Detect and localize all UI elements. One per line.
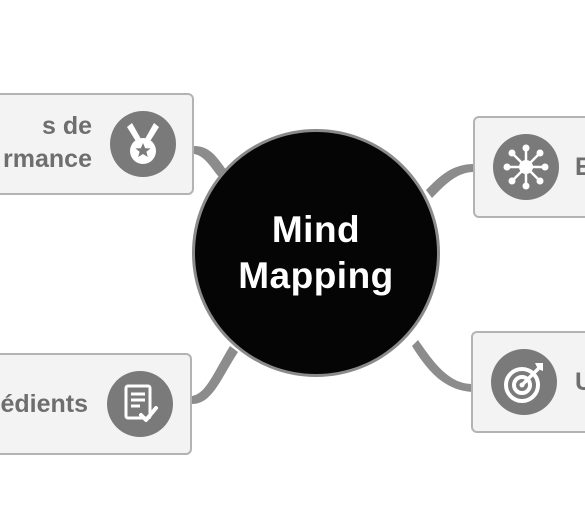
medal-icon xyxy=(110,111,176,177)
checklist-document-icon xyxy=(107,371,173,437)
branch-label-bottom-right: U xyxy=(575,366,585,399)
network-hub-icon xyxy=(493,134,559,200)
central-topic-line-1: Mind xyxy=(271,209,361,250)
connector-bottom-right xyxy=(412,340,472,392)
branch-label-top-left-line-1: s de xyxy=(41,112,92,140)
branch-node-bottom-left[interactable]: édients xyxy=(0,353,192,455)
target-arrow-icon xyxy=(491,349,557,415)
branch-label-top-right: E xyxy=(575,151,585,184)
connector-top-right xyxy=(426,164,474,198)
branch-node-top-left[interactable]: s de rmance xyxy=(0,93,194,195)
branch-label-top-left-line-2: rmance xyxy=(3,145,92,173)
central-topic-node[interactable]: Mind Mapping xyxy=(192,129,440,377)
branch-label-top-left: s de rmance xyxy=(3,110,92,176)
central-topic-line-2: Mapping xyxy=(238,255,394,296)
connector-bottom-left xyxy=(192,346,238,404)
branch-node-top-right[interactable]: E xyxy=(473,116,585,218)
branch-label-bottom-left: édients xyxy=(0,390,88,418)
connector-top-left xyxy=(194,146,228,178)
branch-node-bottom-right[interactable]: U xyxy=(471,331,585,433)
